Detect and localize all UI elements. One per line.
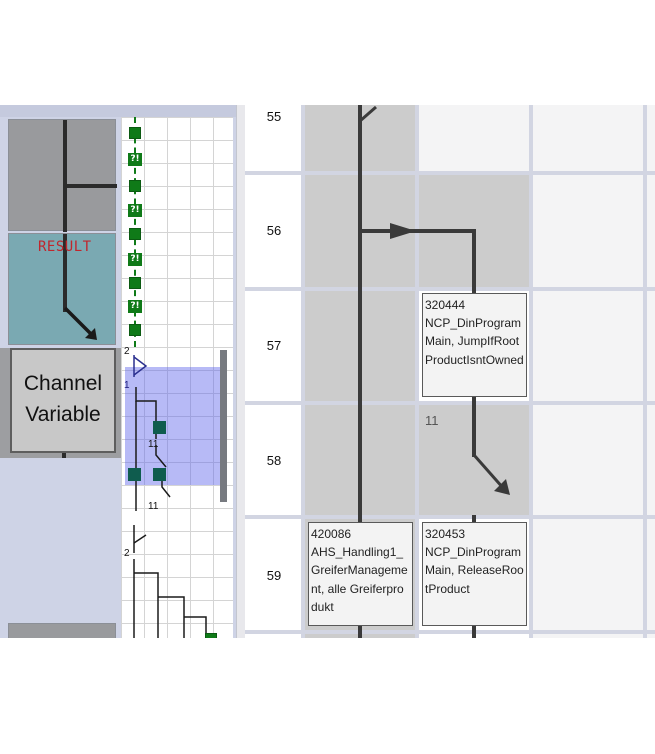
grid-line	[301, 105, 305, 638]
warning-marker[interactable]: ?!	[128, 204, 142, 217]
gutter-count: 11	[148, 501, 159, 512]
top-strip	[0, 105, 236, 117]
marker-square[interactable]	[153, 421, 166, 434]
gutter-count: 2	[124, 346, 130, 357]
row-number: 56	[266, 223, 282, 238]
result-tile[interactable]	[8, 233, 116, 345]
sequence-gutter	[121, 117, 233, 638]
grid-line	[245, 630, 655, 634]
marker-square[interactable]	[129, 324, 141, 336]
marker-square[interactable]	[128, 468, 141, 481]
pane-splitter[interactable]	[236, 105, 246, 638]
grid-line	[245, 171, 655, 175]
left-pane: RESULT Channel Variable ?! ?! ?! ?! 2 1	[0, 105, 240, 638]
right-pane: 55 56 57 58 59 11 320444 NCP_DinProgramM…	[245, 105, 655, 638]
flow-line	[63, 120, 67, 232]
gutter-count: 1	[124, 380, 130, 391]
block-tile[interactable]	[8, 119, 117, 232]
warning-marker[interactable]: ?!	[128, 253, 142, 266]
block-tile[interactable]	[8, 623, 116, 638]
marker-square[interactable]	[129, 180, 141, 192]
grid-cell[interactable]	[419, 105, 529, 171]
branch-lines	[133, 525, 207, 638]
editor-canvas: RESULT Channel Variable ?! ?! ?! ?! 2 1	[0, 105, 655, 638]
branch-line	[472, 229, 476, 295]
step-note[interactable]: 320444 NCP_DinProgramMain, JumpIfRootPro…	[422, 293, 527, 397]
selection-highlight	[125, 367, 220, 485]
warning-marker[interactable]: ?!	[128, 153, 142, 166]
result-label: RESULT	[38, 239, 92, 255]
jump-line	[416, 229, 476, 233]
grid-line	[415, 105, 419, 638]
branch-lines	[135, 387, 171, 511]
row-number: 55	[266, 109, 282, 124]
warning-marker[interactable]: ?!	[128, 300, 142, 313]
gutter-count: 2	[124, 548, 130, 559]
marker-square[interactable]	[129, 127, 141, 139]
arrow-right-icon	[390, 223, 416, 239]
row-number: 59	[266, 568, 282, 583]
marker-square[interactable]	[153, 468, 166, 481]
grid-line	[245, 515, 655, 519]
arrow-down-right-icon	[472, 454, 510, 495]
grid-line	[245, 401, 655, 405]
grid-line	[245, 287, 655, 291]
arrow-down-right-icon	[63, 306, 97, 340]
marker-square[interactable]	[129, 228, 141, 240]
branch-count: 11	[425, 413, 439, 428]
grid-line	[529, 105, 533, 638]
step-note[interactable]: 320453 NCP_DinProgramMain, ReleaseRootPr…	[422, 522, 527, 626]
gutter-count: 11	[148, 439, 159, 450]
gutter-scroll-marker[interactable]	[220, 350, 227, 502]
column-lane	[533, 105, 655, 638]
flow-line	[63, 234, 67, 312]
row-number: 58	[266, 453, 282, 468]
channel-variable-button[interactable]: Channel Variable	[10, 348, 116, 453]
step-note[interactable]: 420086 AHS_Handling1_GreiferManagement, …	[308, 522, 413, 626]
flow-branch	[67, 184, 117, 188]
jump-line	[362, 229, 416, 233]
grid-line	[643, 105, 647, 638]
marker-square[interactable]	[129, 277, 141, 289]
marker-square[interactable]	[205, 633, 217, 638]
branch-stub	[359, 105, 377, 123]
branch-open-icon	[133, 355, 148, 377]
main-flow-line	[358, 105, 362, 638]
row-number: 57	[266, 338, 282, 353]
branch-line	[472, 395, 476, 457]
